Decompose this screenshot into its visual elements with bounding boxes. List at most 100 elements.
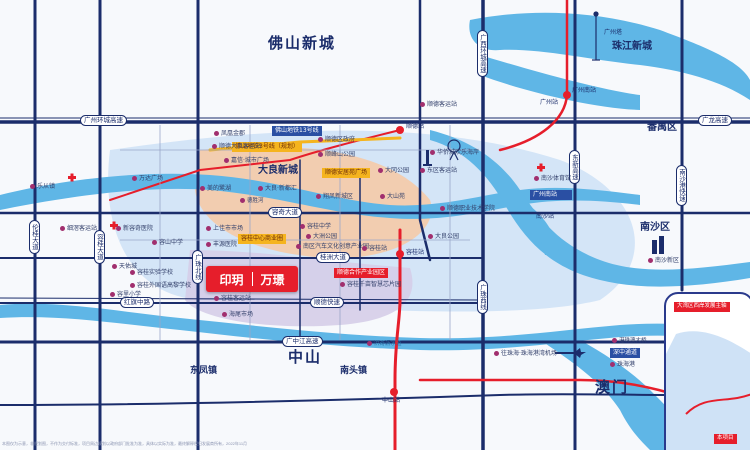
poi-dashan: 大山苑 bbox=[380, 194, 405, 200]
road-label-hongqi: 红旗中路 bbox=[120, 297, 154, 308]
poi-gov: 顺德区政府 bbox=[318, 137, 355, 143]
region-nantou-town: 南头镇 bbox=[340, 366, 368, 376]
road-label-rongqi: 容奇大道 bbox=[268, 207, 302, 218]
poi-xindu: 大良·新都汇 bbox=[258, 186, 297, 192]
poi-jiaxin: 嘉信·城市广场 bbox=[224, 158, 269, 164]
tag-yellow-plaza: 顺德安居苑广场 bbox=[322, 168, 371, 178]
region-dongfeng-town: 东凤镇 bbox=[190, 366, 218, 376]
station-canton-tower: 广州塔 bbox=[604, 29, 623, 36]
tag-guangzhou-south: 广州南站 bbox=[530, 190, 561, 200]
region-daliang-new-city: 大良新城 bbox=[258, 165, 298, 176]
river-estuary bbox=[540, 335, 700, 450]
region-foshan-new-city: 佛山新城 bbox=[268, 34, 337, 52]
poi-desheng-river: 德胜河 bbox=[240, 198, 264, 205]
plane-icon bbox=[555, 348, 586, 358]
road-label-guizhou: 桂洲大道 bbox=[316, 252, 350, 263]
region-zhongshan: 中山 bbox=[288, 348, 323, 366]
poi-wanda: 万达广场 bbox=[132, 176, 163, 182]
brand-name-a: 印玥 bbox=[219, 272, 244, 287]
station-nansha: 南沙站 bbox=[536, 213, 555, 220]
label-shenzhong-tunnel: 深中通道 bbox=[610, 348, 641, 358]
hospital-icons bbox=[68, 163, 545, 230]
region-macau: 澳门 bbox=[595, 378, 630, 396]
region-nansha: 南沙区 bbox=[640, 222, 670, 233]
road-label-guangzhu-west: 广珠西线 bbox=[477, 280, 488, 314]
poi-xiangfeng: 翔凤新城区 bbox=[316, 194, 353, 200]
label-hzm-bridge: 港珠澳大桥 bbox=[612, 338, 647, 345]
poi-ronggui-bus: 容桂客运站 bbox=[214, 296, 251, 302]
poi-market: 上佳市市场 bbox=[206, 226, 243, 232]
poi-shunde-bus: 顺德客运站 bbox=[420, 102, 457, 108]
road-label-nansha-port: 南沙港快速 bbox=[676, 165, 687, 206]
poi-zhuhai-port: 珠海港 bbox=[610, 362, 635, 368]
station-ronggui: 容桂站 bbox=[406, 249, 425, 256]
poi-chip-park: 容桂千亩智慧芯片园 bbox=[340, 282, 401, 288]
road-label-ronggui-ave: 容桂大道 bbox=[94, 230, 105, 264]
river-label-south: 洪奇沥水道 bbox=[367, 341, 402, 348]
station-shunde: 顺德站 bbox=[406, 123, 425, 130]
highway-east-link bbox=[418, 0, 432, 262]
poi-midea: 美的鹭湖 bbox=[200, 186, 231, 192]
poi-auto-park: 南区汽车文化创意产业园 bbox=[296, 244, 369, 250]
building-icon-nansha bbox=[652, 236, 664, 254]
road-label-guangzhou-ring: 广州环城高速 bbox=[80, 115, 127, 126]
poi-ronggui-station: 容桂站 bbox=[362, 246, 387, 252]
poi-xinrongqi-hospital: 新容奇医院 bbox=[116, 226, 153, 232]
tag-business-circle: 容桂中心商业圈 bbox=[238, 234, 287, 244]
poi-foreign-school: 容桂外国语高黎学校 bbox=[130, 283, 191, 289]
label-ferry-zhuhai: 往珠海·珠海港湾机场 bbox=[494, 351, 557, 357]
metro-line-13 bbox=[109, 129, 401, 201]
poi-daliang-park: 大良公园 bbox=[428, 234, 459, 240]
project-brand-logo[interactable]: 印玥 万璟 bbox=[206, 266, 298, 292]
river-pearl bbox=[469, 12, 750, 101]
poi-dagang-park: 大冈公园 bbox=[378, 168, 409, 174]
brand-name-b: 万璟 bbox=[260, 272, 285, 287]
poi-xijiao: 细滘客运站 bbox=[60, 226, 97, 232]
river-branch-1 bbox=[480, 55, 640, 110]
canton-tower-icon bbox=[592, 11, 600, 61]
region-panyu: 番禺区 bbox=[647, 122, 677, 133]
road-label-guanglong: 广龙高速 bbox=[698, 115, 732, 126]
tag-metro-line-13: 佛山地铁13号线 bbox=[272, 126, 322, 136]
station-guangzhou-south: 广州南站 bbox=[572, 87, 597, 94]
inset-map: 大湾区西岸发展主轴 本项目 bbox=[664, 292, 750, 450]
brand-divider bbox=[251, 272, 253, 286]
footer-disclaimer: 本图仅为示意，非规划图，不作为交付标准，项目周边规划以政府部门批准为准，具体以实… bbox=[2, 441, 248, 446]
poi-tianyou: 天佑城 bbox=[112, 264, 137, 270]
inset-title: 大湾区西岸发展主轴 bbox=[674, 302, 730, 312]
road-label-guangzhou-north: 广珠北线 bbox=[192, 250, 203, 284]
tag-industry-park: 顺德合作产业园区 bbox=[334, 268, 389, 278]
road-label-shunrong: 顺德快速 bbox=[310, 297, 344, 308]
poi-ronggui-school: 容桂中学 bbox=[300, 224, 331, 230]
poi-happy-coast: 华侨城欢乐海岸 bbox=[430, 150, 479, 156]
poi-lecong: 乐从镇 bbox=[30, 184, 55, 190]
poi-shunfeng-park: 顺峰山公园 bbox=[318, 152, 355, 158]
poi-rongli-school: 容里小学 bbox=[110, 292, 141, 298]
road-label-dongxin: 东新高速 bbox=[569, 150, 580, 184]
inset-map-shape bbox=[666, 331, 750, 450]
poi-haiwei-market: 海尾市场 bbox=[222, 312, 253, 318]
poi-rongshan-school: 容山中学 bbox=[152, 240, 183, 246]
road-south bbox=[0, 393, 681, 406]
road-label-guangzhong-jiang: 广中江高速 bbox=[282, 336, 323, 347]
rail-guangzhu bbox=[393, 228, 402, 450]
road-label-guangxi-ring: 广西环城高速 bbox=[477, 30, 488, 77]
poi-east-bus: 东区客运站 bbox=[420, 168, 457, 174]
poi-nansha-stadium: 南沙体育馆 bbox=[534, 176, 571, 182]
station-zhongshan: 中山站 bbox=[382, 397, 401, 404]
poi-nansha-new: 南沙新区 bbox=[648, 258, 679, 264]
poi-fenghuang: 凤凰金郡 bbox=[214, 131, 245, 137]
river-east bbox=[430, 130, 750, 287]
tower-icon-2 bbox=[423, 150, 432, 166]
poi-vocational: 顺德职业技术学院 bbox=[440, 206, 495, 212]
inset-project-tag: 本项目 bbox=[714, 434, 737, 444]
poi-dazhou-park: 大洲公园 bbox=[306, 234, 337, 240]
poi-experimental-school: 容桂实验学校 bbox=[130, 270, 173, 276]
road-label-lunjiao: 伦桂大道 bbox=[29, 220, 40, 254]
tag-metro-line-3: 佛山地铁3号线（规划） bbox=[232, 142, 302, 152]
region-zhujiang-new-city: 珠江新城 bbox=[612, 41, 652, 52]
poi-fengyuan-hospital: 丰源医院 bbox=[206, 242, 237, 248]
poi-daliang-bus: 顺德大良客运站 bbox=[212, 144, 261, 150]
